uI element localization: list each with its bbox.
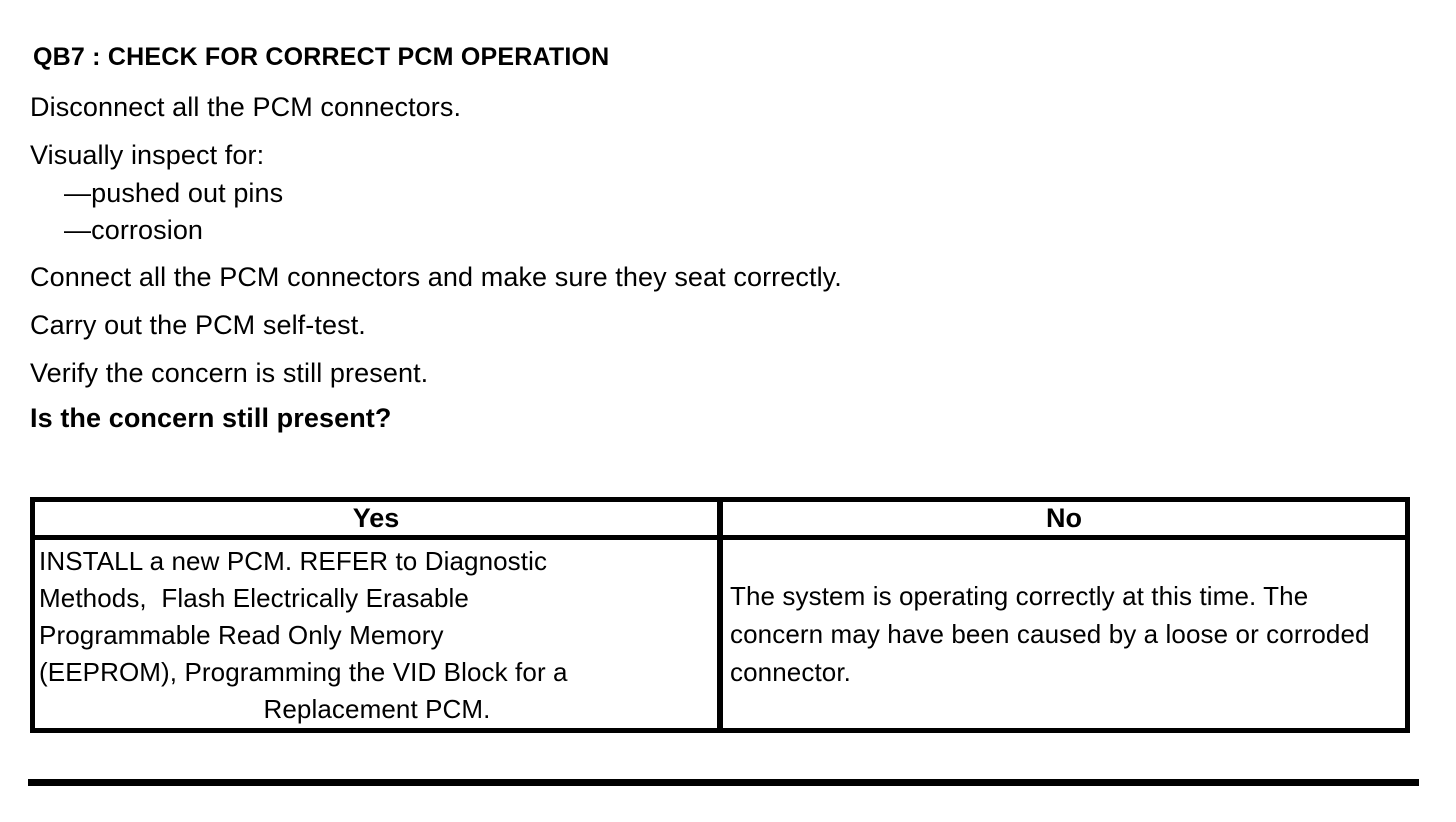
procedure-step: Disconnect all the PCM connectors.	[30, 92, 462, 122]
procedure-step: Verify the concern is still present.	[30, 358, 429, 388]
yes-no-results-table: Yes No INSTALL a new PCM. REFER to Diagn…	[30, 497, 1410, 733]
section-heading: QB7 : CHECK FOR CORRECT PCM OPERATION	[33, 43, 610, 71]
no-action-cell: The system is operating correctly at thi…	[723, 540, 1405, 728]
yes-action-line: Programmable Read Only Memory	[39, 620, 444, 650]
procedure-step: Carry out the PCM self-test.	[30, 310, 366, 340]
yes-action-line: (EEPROM), Programming the VID Block for …	[39, 657, 568, 687]
procedure-step-bullet: —pushed out pins	[64, 178, 284, 208]
yes-action-line: Replacement PCM.	[263, 694, 491, 724]
question-text: Is the concern still present?	[30, 403, 392, 433]
no-column-header: No	[1046, 503, 1082, 533]
no-action-text: The system is operating correctly at thi…	[730, 581, 1370, 687]
yes-action-line: Methods, Flash Electrically Erasable	[39, 583, 469, 613]
yes-action-line: INSTALL a new PCM. REFER to Diagnostic	[39, 546, 548, 576]
page-bottom-divider	[28, 779, 1419, 786]
procedure-step: Visually inspect for:	[30, 140, 265, 170]
yes-action-cell: INSTALL a new PCM. REFER to Diagnostic M…	[35, 540, 723, 728]
table-header-row: Yes No	[35, 502, 1405, 540]
procedure-step: Connect all the PCM connectors and make …	[30, 262, 842, 292]
yes-column-header: Yes	[35, 502, 723, 535]
procedure-step-bullet: —corrosion	[64, 215, 204, 245]
table-body-row: INSTALL a new PCM. REFER to Diagnostic M…	[35, 540, 1405, 728]
